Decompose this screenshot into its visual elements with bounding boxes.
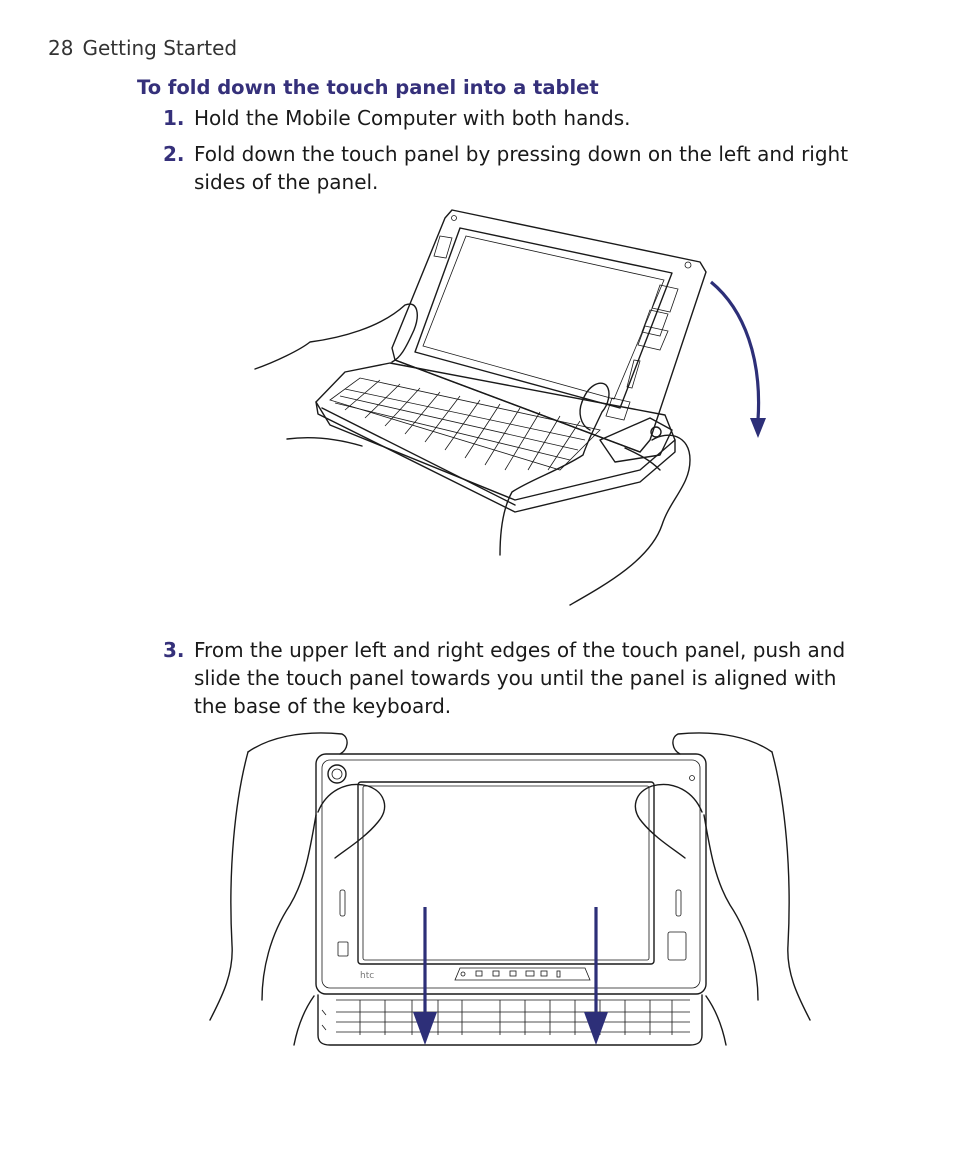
keyboard-base-tablet [317, 994, 703, 1046]
chapter-name: Getting Started [82, 36, 238, 60]
left-hand-illustration [254, 303, 418, 447]
section-title: To fold down the touch panel into a tabl… [137, 76, 599, 99]
slide-down-arrow-left [413, 907, 437, 1045]
step-1-number: 1. [163, 106, 185, 130]
page-header: 28 Getting Started [48, 36, 237, 60]
fold-down-arrow [709, 280, 766, 438]
touch-panel-tablet: htc [315, 753, 707, 995]
figure-fold-down-panel [254, 209, 766, 606]
keyboard-base-illustration [315, 362, 676, 513]
step-2-number: 2. [163, 142, 185, 166]
slide-down-arrow-right [584, 907, 608, 1045]
step-1-text: Hold the Mobile Computer with both hands… [194, 106, 631, 130]
touch-panel-illustration [391, 209, 707, 453]
step-2-text: Fold down the touch panel by pressing do… [194, 142, 849, 194]
htc-logo: htc [360, 971, 374, 981]
step-3-text: From the upper left and right edges of t… [194, 638, 846, 718]
step-3-number: 3. [163, 638, 185, 662]
left-hand-tablet [209, 732, 386, 1046]
figure-slide-panel: htc [209, 732, 811, 1046]
right-hand-tablet [634, 732, 811, 1046]
right-hand-illustration [499, 382, 691, 606]
page-number: 28 [48, 36, 74, 60]
